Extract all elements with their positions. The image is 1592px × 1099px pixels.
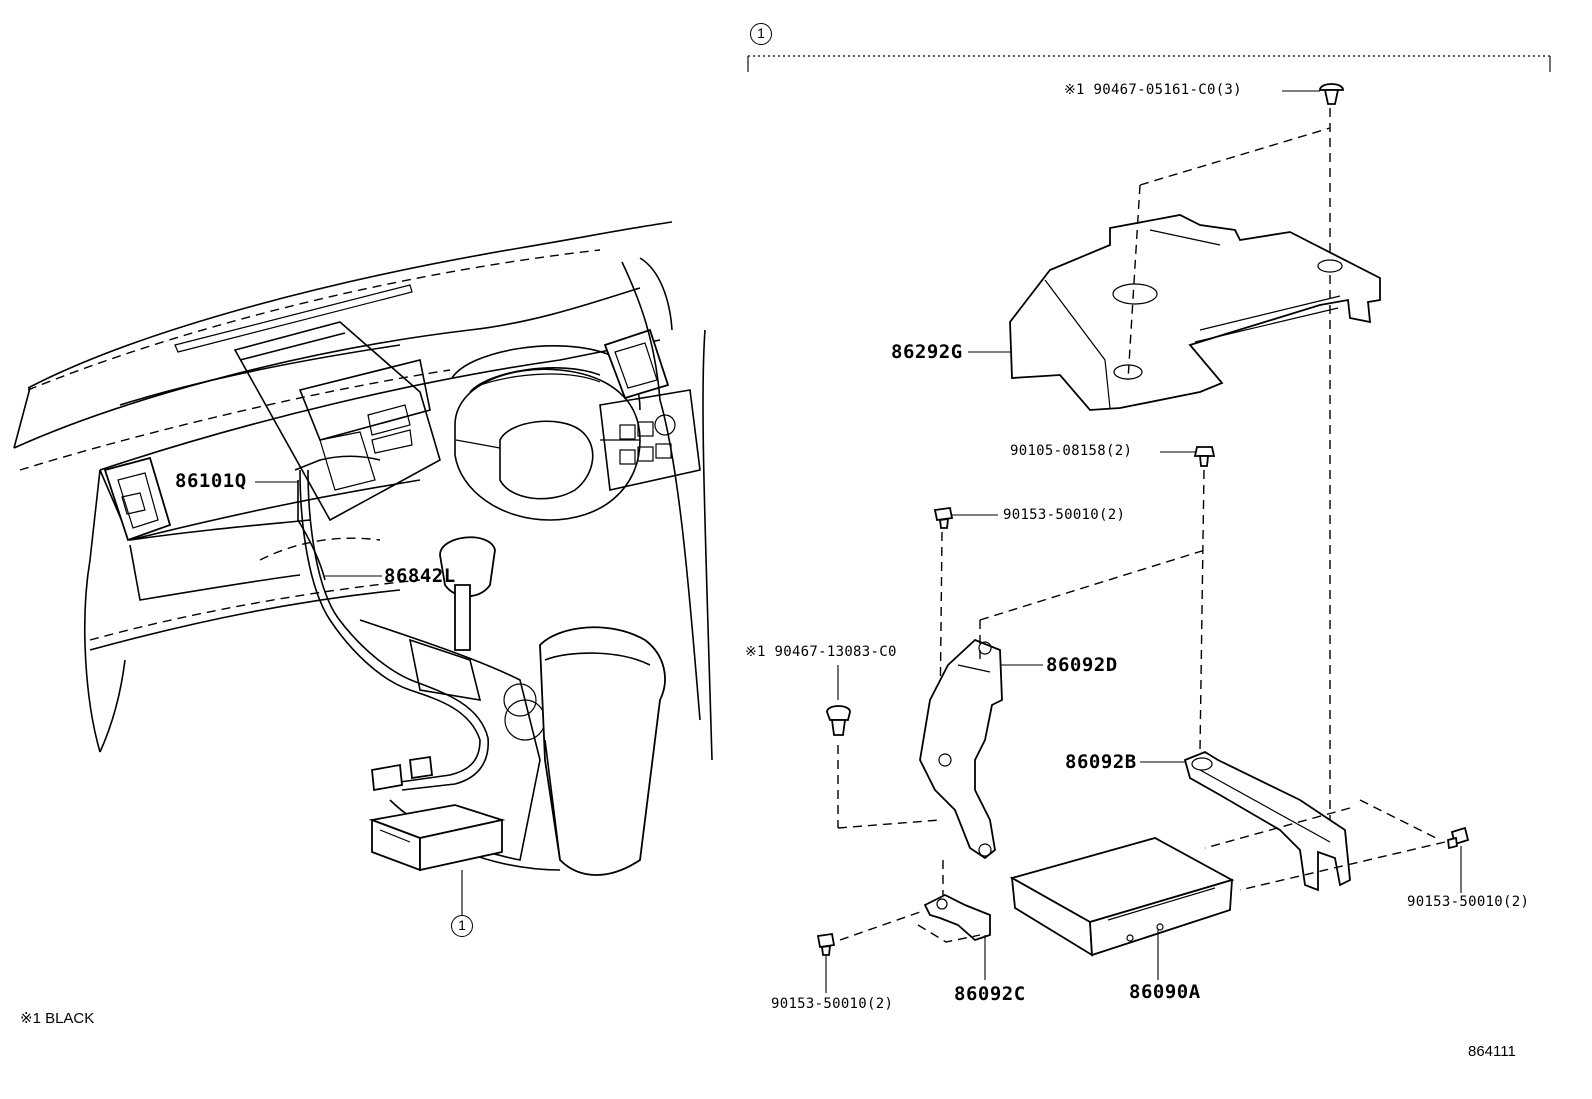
dashboard-illustration [13,221,713,876]
label-86292g: 86292G [891,341,963,363]
label-screw-right: 90153-50010(2) [1407,894,1530,910]
assembly-marker-ecu: 1 [451,915,473,937]
label-86092c: 86092C [954,983,1026,1005]
bracket-86092d [837,549,1206,900]
label-86842l: 86842L [384,565,456,587]
assembly-marker-top: 1 [750,23,772,45]
label-bolt-90105: 90105-08158(2) [1010,443,1133,459]
ecu-86090a [1009,837,1235,980]
bolt-90105-part [1160,446,1216,751]
label-screw-lower: 90153-50010(2) [771,996,894,1012]
bracket-86092b [1140,750,1441,892]
assembly-bracket-line [747,55,1551,72]
clip-left-part [826,665,851,828]
label-86092b: 86092B [1065,751,1137,773]
label-86101q: 86101Q [175,470,247,492]
diagram-id: 864111 [1468,1043,1516,1060]
label-screw-upper: 90153-50010(2) [1003,507,1126,523]
label-86090a: 86090A [1129,981,1201,1003]
label-clip-top: ※1 90467-05161-C0(3) [1064,82,1242,98]
label-86092d: 86092D [1046,654,1118,676]
screw-lower-part [816,932,836,993]
bracket-86092c [839,893,991,980]
label-clip-left: ※1 90467-13083-C0 [745,644,897,660]
clip-top-part [1282,83,1344,260]
legend-note: ※1 BLACK [20,1010,95,1027]
left-leaders [255,481,463,916]
screw-right-part [1239,826,1470,893]
cover-86292g [968,127,1381,830]
